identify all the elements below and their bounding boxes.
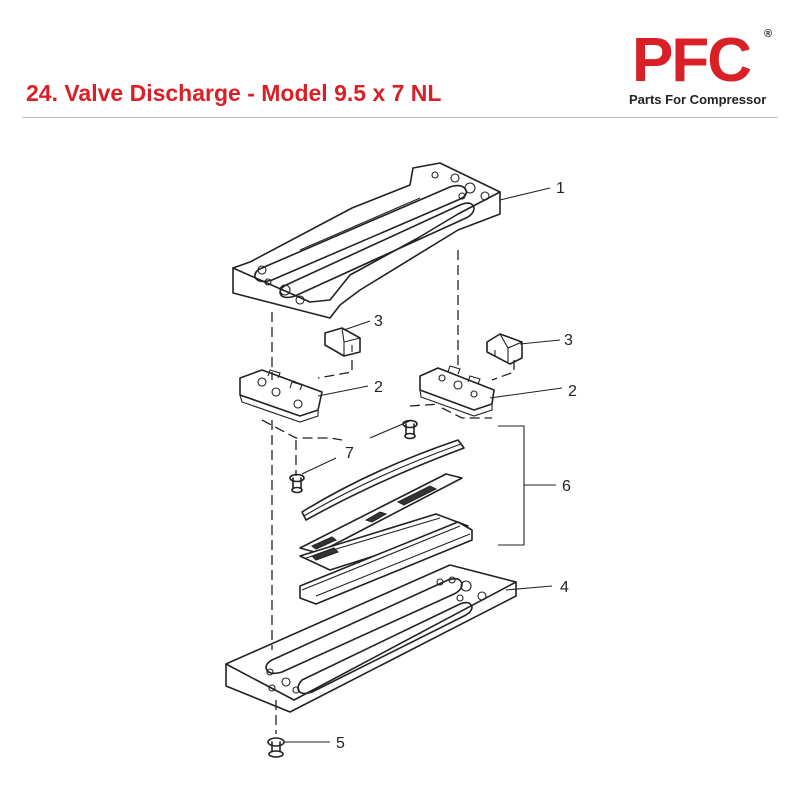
callout-part-7: 7 (345, 445, 354, 462)
part-3-clip-left[interactable] (324, 327, 361, 357)
logo-tagline: Parts For Compressor (629, 92, 767, 107)
leader-part-3-right (519, 339, 561, 345)
callout-part-4: 4 (560, 579, 569, 596)
leader-part-7-upper (369, 419, 413, 439)
callout-part-3-left: 3 (374, 313, 383, 330)
assembly-centre-lines (261, 250, 515, 734)
part-6-seat-strip[interactable] (299, 513, 469, 571)
callout-part-3-right: 3 (564, 332, 573, 349)
bracket-part-6 (498, 425, 525, 546)
callout-part-1: 1 (556, 180, 565, 197)
logo-wordmark: PFC (632, 26, 752, 95)
leader-part-2-left (317, 385, 369, 397)
callout-part-2-right: 2 (568, 383, 577, 400)
leader-part-4 (505, 585, 553, 591)
callout-part-5: 5 (336, 735, 345, 752)
header-divider (22, 117, 778, 118)
part-1-valve-guard[interactable] (232, 162, 501, 319)
callout-part-6: 6 (562, 478, 571, 495)
part-2-seat-right[interactable] (419, 365, 495, 417)
leader-part-3-left (343, 320, 371, 331)
part-4-valve-seat-plate[interactable] (225, 564, 517, 713)
page-header: 24. Valve Discharge - Model 9.5 x 7 NL P… (0, 0, 800, 118)
part-3-clip-right[interactable] (486, 333, 523, 365)
leader-part-2-right (489, 387, 563, 399)
part-5-screw[interactable] (267, 737, 285, 758)
leader-part-1 (499, 187, 551, 201)
page-title: 24. Valve Discharge - Model 9.5 x 7 NL (26, 80, 442, 106)
registered-mark: ® (764, 28, 773, 40)
pfc-logo[interactable]: PFC ® Parts For Compressor (620, 22, 780, 112)
part-7-rivet-lower[interactable] (289, 473, 305, 494)
part-6-valve-plate[interactable] (299, 473, 463, 554)
callout-part-2-left: 2 (374, 379, 383, 396)
part-6-spring-strip[interactable] (301, 439, 465, 521)
part-2-seat-left[interactable] (239, 369, 323, 423)
leader-part-7-lower (301, 457, 337, 475)
part-6-channel[interactable] (299, 521, 473, 605)
